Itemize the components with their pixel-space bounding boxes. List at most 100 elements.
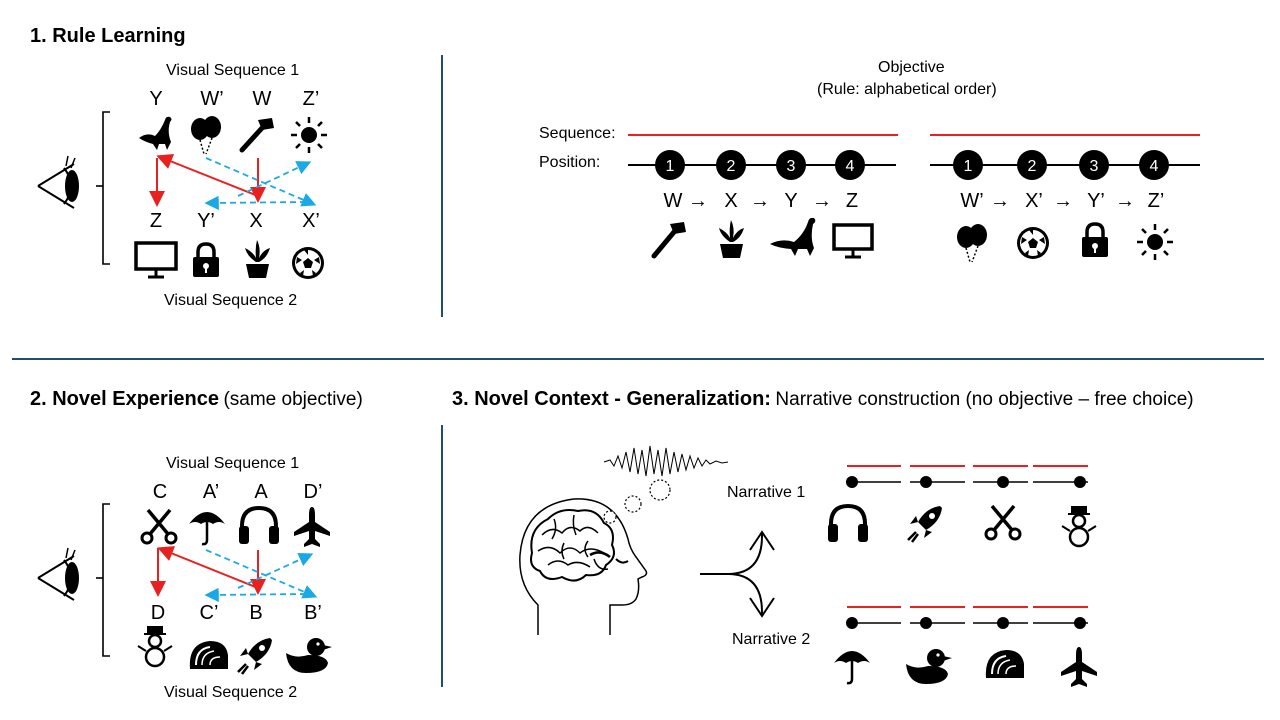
letter: Y xyxy=(784,190,797,212)
red-arrows xyxy=(150,546,266,597)
position-marker xyxy=(1139,150,1169,180)
section3-subtitle: Narrative construction (no objective – f… xyxy=(775,389,1194,410)
dinosaur-icon xyxy=(770,217,816,256)
section2-seq1-label: Visual Sequence 1 xyxy=(166,455,300,472)
letter: W’ xyxy=(200,88,224,110)
objective-title: Objective xyxy=(878,59,945,76)
section3-diagram xyxy=(519,445,1097,687)
position-number: 2 xyxy=(1028,158,1037,175)
horizontal-divider xyxy=(12,358,1264,360)
plant-icon xyxy=(719,220,744,258)
vertical-divider-bottom xyxy=(441,425,443,687)
cyan-arrows xyxy=(204,157,317,211)
section2-title: 2. Novel Experience (same objective) xyxy=(30,388,363,411)
umbrella-icon xyxy=(834,651,870,685)
sequence-b-letters: W’ → X’ → Y’ → Z’ xyxy=(960,190,1164,212)
section1-title: 1. Rule Learning xyxy=(30,25,186,47)
narrative2-track xyxy=(846,606,1088,629)
letter: C’ xyxy=(199,602,219,624)
soccer-ball-icon xyxy=(1017,227,1049,259)
bracket xyxy=(96,111,110,265)
section3-title-main: 3. Novel Context - Generalization: xyxy=(452,388,771,410)
narrative1-track xyxy=(846,465,1088,488)
letter: A xyxy=(254,481,268,503)
arrow: → xyxy=(750,190,770,212)
red-arrows xyxy=(149,154,266,207)
brainwave-signal xyxy=(603,445,729,477)
letter: A’ xyxy=(202,481,220,503)
arrow: → xyxy=(688,190,708,212)
letter: Z xyxy=(149,210,163,232)
sequence-label: Sequence: xyxy=(539,125,616,142)
position-marker xyxy=(835,150,865,180)
hammer-icon xyxy=(239,118,274,153)
letter: Z’ xyxy=(302,88,320,110)
section1-diagram xyxy=(37,111,327,279)
section3-title: 3. Novel Context - Generalization: Narra… xyxy=(452,388,1194,411)
letter: W xyxy=(664,190,683,212)
arrow: → xyxy=(812,190,832,212)
letter: X’ xyxy=(302,210,320,232)
letter: W xyxy=(252,88,272,110)
snowman-icon xyxy=(137,626,173,668)
position-number: 1 xyxy=(666,158,675,175)
letter: D xyxy=(150,602,166,624)
thought-bubbles xyxy=(603,479,671,524)
eye-icon xyxy=(37,547,79,601)
letter: W’ xyxy=(960,190,983,212)
position-number: 1 xyxy=(964,158,973,175)
snowman-icon xyxy=(1061,506,1097,548)
cyan-arrows xyxy=(204,549,318,603)
position-marker xyxy=(953,150,983,180)
arrow: → xyxy=(1115,190,1135,212)
position-marker xyxy=(1079,150,1109,180)
letter: X xyxy=(724,190,737,212)
position-markers-a: 1 2 3 4 xyxy=(655,150,865,180)
taco-icon xyxy=(189,641,228,669)
duck-icon xyxy=(286,638,332,673)
balloons-icon xyxy=(191,116,221,155)
scissors-icon xyxy=(140,508,178,545)
headphones-icon xyxy=(828,503,868,542)
section2-diagram xyxy=(37,503,332,675)
rocket-icon xyxy=(237,638,272,675)
letter: X’ xyxy=(1025,190,1043,212)
objective-diagram: 1 2 3 4 1 2 3 4 W → X → Y → Z W’ → X’ → … xyxy=(628,134,1200,263)
section1-seq2-label: Visual Sequence 2 xyxy=(164,292,298,309)
letter: Y xyxy=(149,88,163,110)
arrow: → xyxy=(1053,190,1073,212)
headphones-icon xyxy=(239,505,279,544)
letter: Z xyxy=(846,190,858,212)
letter: B’ xyxy=(304,602,322,624)
head-brain-icon xyxy=(519,498,648,635)
sun-icon xyxy=(291,117,327,153)
letter: C xyxy=(152,481,168,503)
scissors-icon xyxy=(984,504,1022,541)
position-number: 4 xyxy=(1150,158,1159,175)
monitor-icon xyxy=(832,223,874,259)
letter: Z’ xyxy=(1148,190,1165,212)
position-label: Position: xyxy=(539,154,601,171)
hammer-icon xyxy=(651,222,686,259)
position-marker xyxy=(776,150,806,180)
position-number: 3 xyxy=(1090,158,1099,175)
sequence-a-letters: W → X → Y → Z xyxy=(664,190,859,212)
position-marker xyxy=(655,150,685,180)
monitor-icon xyxy=(134,241,178,279)
letter: B xyxy=(249,602,263,624)
objective-rule: (Rule: alphabetical order) xyxy=(817,81,997,98)
section2-seq2-label: Visual Sequence 2 xyxy=(164,684,298,701)
airplane-icon xyxy=(294,507,330,547)
narrative1-label: Narrative 1 xyxy=(727,484,806,501)
letter: Y’ xyxy=(1087,190,1105,212)
position-markers-b: 1 2 3 4 xyxy=(953,150,1169,180)
bracket xyxy=(96,503,110,657)
letter: D’ xyxy=(303,481,323,503)
position-marker xyxy=(1017,150,1047,180)
duck-icon xyxy=(906,649,952,684)
balloons-icon xyxy=(957,224,987,263)
dinosaur-icon xyxy=(139,116,172,150)
eye-icon xyxy=(37,155,79,209)
fork-arrow xyxy=(700,530,775,618)
position-number: 4 xyxy=(846,158,855,175)
